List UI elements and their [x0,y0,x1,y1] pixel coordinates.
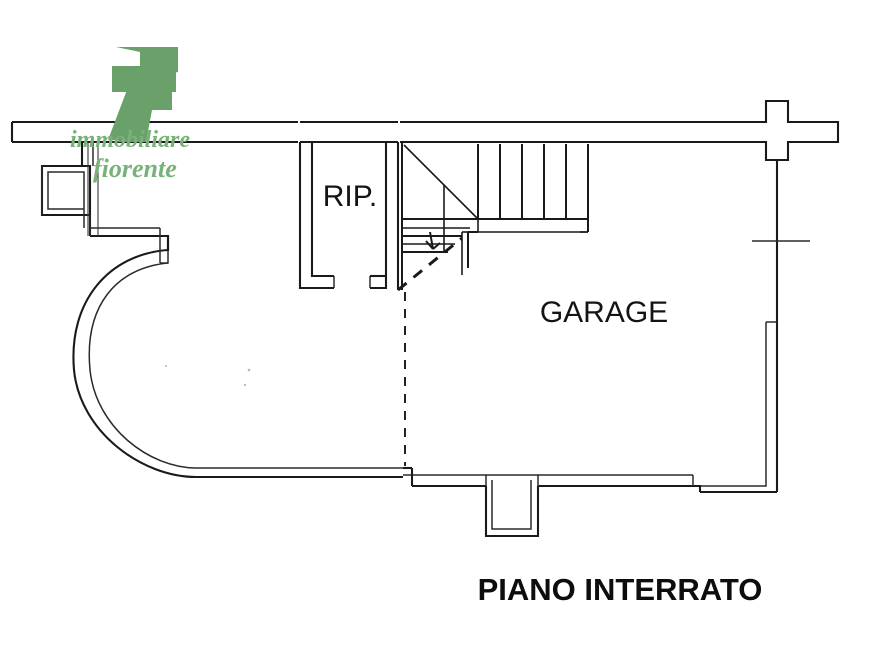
logo-foot [118,110,152,142]
brand-line-2: fiorente [93,154,177,183]
brand-logo [108,47,178,142]
logo-lower-bar [132,86,172,110]
staircase [397,143,589,292]
garage-door-opening [484,474,540,538]
wall-junction-cross [762,99,840,162]
right-exterior-wall [693,160,810,492]
room-label-rip: RIP. [323,180,377,213]
drawing-specks [165,365,251,387]
page-title: PIANO INTERRATO [478,572,763,607]
rip-room-walls [298,142,400,290]
bottom-exterior-wall [538,474,777,494]
curved-exterior-wall [72,227,403,479]
brand-line-1: immobiliare [70,127,190,153]
bottom-wall-left-segment [403,466,486,488]
room-label-garage: GARAGE [540,296,668,329]
window-left-opening [40,142,99,236]
top-exterior-wall [10,120,762,144]
